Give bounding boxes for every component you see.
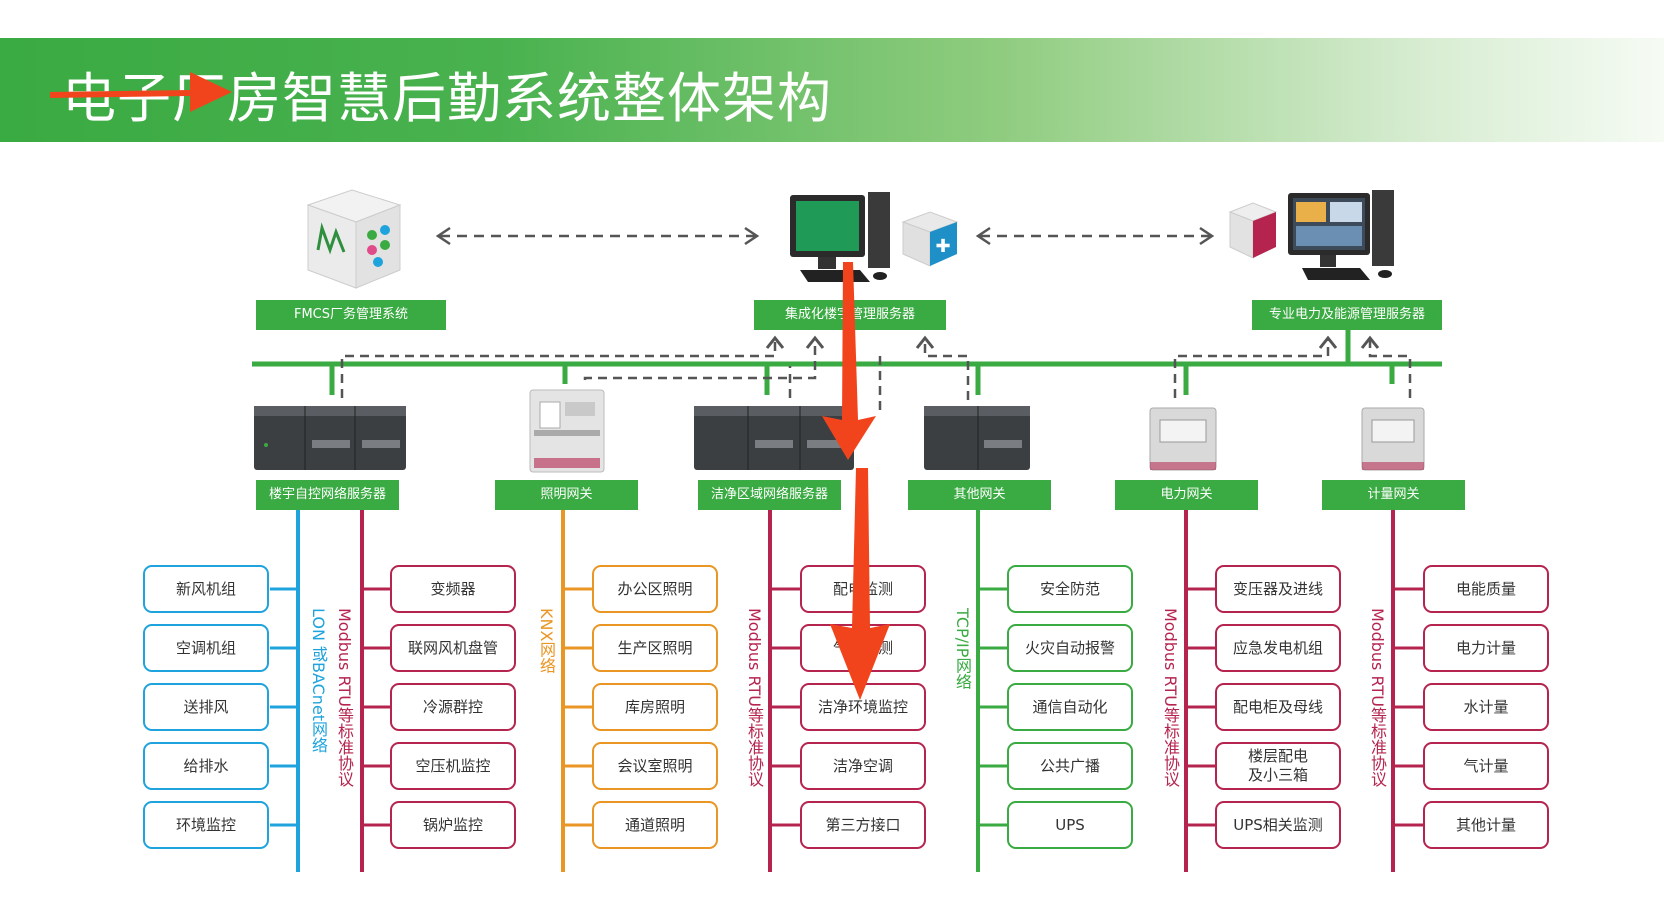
item-lighting-4: 会议室照明 bbox=[592, 742, 718, 790]
item-hvac-3: 送排风 bbox=[143, 683, 269, 731]
puzzle-module-icon: ✚ bbox=[901, 211, 959, 267]
svg-text:✚: ✚ bbox=[935, 236, 950, 257]
protocol-lon: LON 或BACnet网络 bbox=[309, 608, 328, 754]
gateway-label-clean-area: 洁净区域网络服务器 bbox=[698, 480, 841, 510]
power-server-label: 专业电力及能源管理服务器 bbox=[1252, 300, 1442, 330]
item-hvac-2: 空调机组 bbox=[143, 624, 269, 672]
gateway-label-building-automation: 楼宇自控网络服务器 bbox=[256, 480, 399, 510]
item-equipment-4: 空压机监控 bbox=[390, 742, 516, 790]
item-other-4: 公共广播 bbox=[1007, 742, 1133, 790]
protocol-modbus-4: Modbus RTU等标准协议 bbox=[1368, 608, 1387, 787]
item-clean-1: 配电监测 bbox=[800, 565, 926, 613]
item-hvac-4: 给排水 bbox=[143, 742, 269, 790]
item-other-2: 火灾自动报警 bbox=[1007, 624, 1133, 672]
item-power-1: 变压器及进线 bbox=[1215, 565, 1341, 613]
item-clean-3: 洁净环境监控 bbox=[800, 683, 926, 731]
bus-stubs bbox=[329, 330, 1395, 395]
item-metering-5: 其他计量 bbox=[1423, 801, 1549, 849]
item-metering-1: 电能质量 bbox=[1423, 565, 1549, 613]
central-computer-icon bbox=[790, 192, 890, 282]
protocol-modbus-3: Modbus RTU等标准协议 bbox=[1161, 608, 1180, 787]
automation-controller-icon bbox=[254, 406, 406, 470]
dashed-link-fmcs-central bbox=[435, 226, 760, 246]
item-connectors bbox=[270, 587, 1423, 827]
protocol-modbus-2: Modbus RTU等标准协议 bbox=[745, 608, 764, 787]
gateway-label-metering: 计量网关 bbox=[1322, 480, 1465, 510]
protocol-knx: KNX网络 bbox=[537, 608, 556, 674]
item-power-5: UPS相关监测 bbox=[1215, 801, 1341, 849]
gateway-label-power: 电力网关 bbox=[1115, 480, 1258, 510]
item-other-1: 安全防范 bbox=[1007, 565, 1133, 613]
protocol-modbus-1: Modbus RTU等标准协议 bbox=[335, 608, 354, 787]
fmcs-cube-icon bbox=[306, 189, 402, 289]
power-meter-icon bbox=[1149, 407, 1217, 471]
power-mgmt-computer-icon bbox=[1228, 190, 1394, 280]
item-other-3: 通信自动化 bbox=[1007, 683, 1133, 731]
item-clean-5: 第三方接口 bbox=[800, 801, 926, 849]
uplink-arrowheads bbox=[765, 335, 1380, 349]
item-lighting-1: 办公区照明 bbox=[592, 565, 718, 613]
other-gateway-controller-icon bbox=[924, 406, 1030, 470]
item-equipment-2: 联网风机盘管 bbox=[390, 624, 516, 672]
item-clean-2: 气体监测 bbox=[800, 624, 926, 672]
title-banner bbox=[0, 38, 1664, 142]
item-hvac-5: 环境监控 bbox=[143, 801, 269, 849]
item-power-2: 应急发电机组 bbox=[1215, 624, 1341, 672]
clean-area-controller-icon bbox=[694, 406, 854, 470]
item-equipment-1: 变频器 bbox=[390, 565, 516, 613]
item-other-5: UPS bbox=[1007, 801, 1133, 849]
item-power-3: 配电柜及母线 bbox=[1215, 683, 1341, 731]
item-metering-2: 电力计量 bbox=[1423, 624, 1549, 672]
lighting-gateway-icon bbox=[529, 389, 605, 473]
item-power-4: 楼层配电 及小三箱 bbox=[1215, 742, 1341, 790]
dashed-link-central-power bbox=[975, 226, 1215, 246]
fmcs-label: FMCS厂务管理系统 bbox=[256, 300, 446, 330]
item-equipment-5: 锅炉监控 bbox=[390, 801, 516, 849]
item-metering-4: 气计量 bbox=[1423, 742, 1549, 790]
item-metering-3: 水计量 bbox=[1423, 683, 1549, 731]
metering-gateway-icon bbox=[1361, 407, 1425, 471]
gateway-label-lighting: 照明网关 bbox=[495, 480, 638, 510]
central-server-label: 集成化楼宇管理服务器 bbox=[754, 300, 946, 330]
item-lighting-2: 生产区照明 bbox=[592, 624, 718, 672]
protocol-tcpip: TCP/IP网络 bbox=[953, 608, 972, 690]
item-lighting-3: 库房照明 bbox=[592, 683, 718, 731]
item-equipment-3: 冷源群控 bbox=[390, 683, 516, 731]
item-lighting-5: 通道照明 bbox=[592, 801, 718, 849]
item-hvac-1: 新风机组 bbox=[143, 565, 269, 613]
item-clean-4: 洁净空调 bbox=[800, 742, 926, 790]
dashed-uplinks bbox=[340, 340, 1412, 410]
gateway-label-other: 其他网关 bbox=[908, 480, 1051, 510]
